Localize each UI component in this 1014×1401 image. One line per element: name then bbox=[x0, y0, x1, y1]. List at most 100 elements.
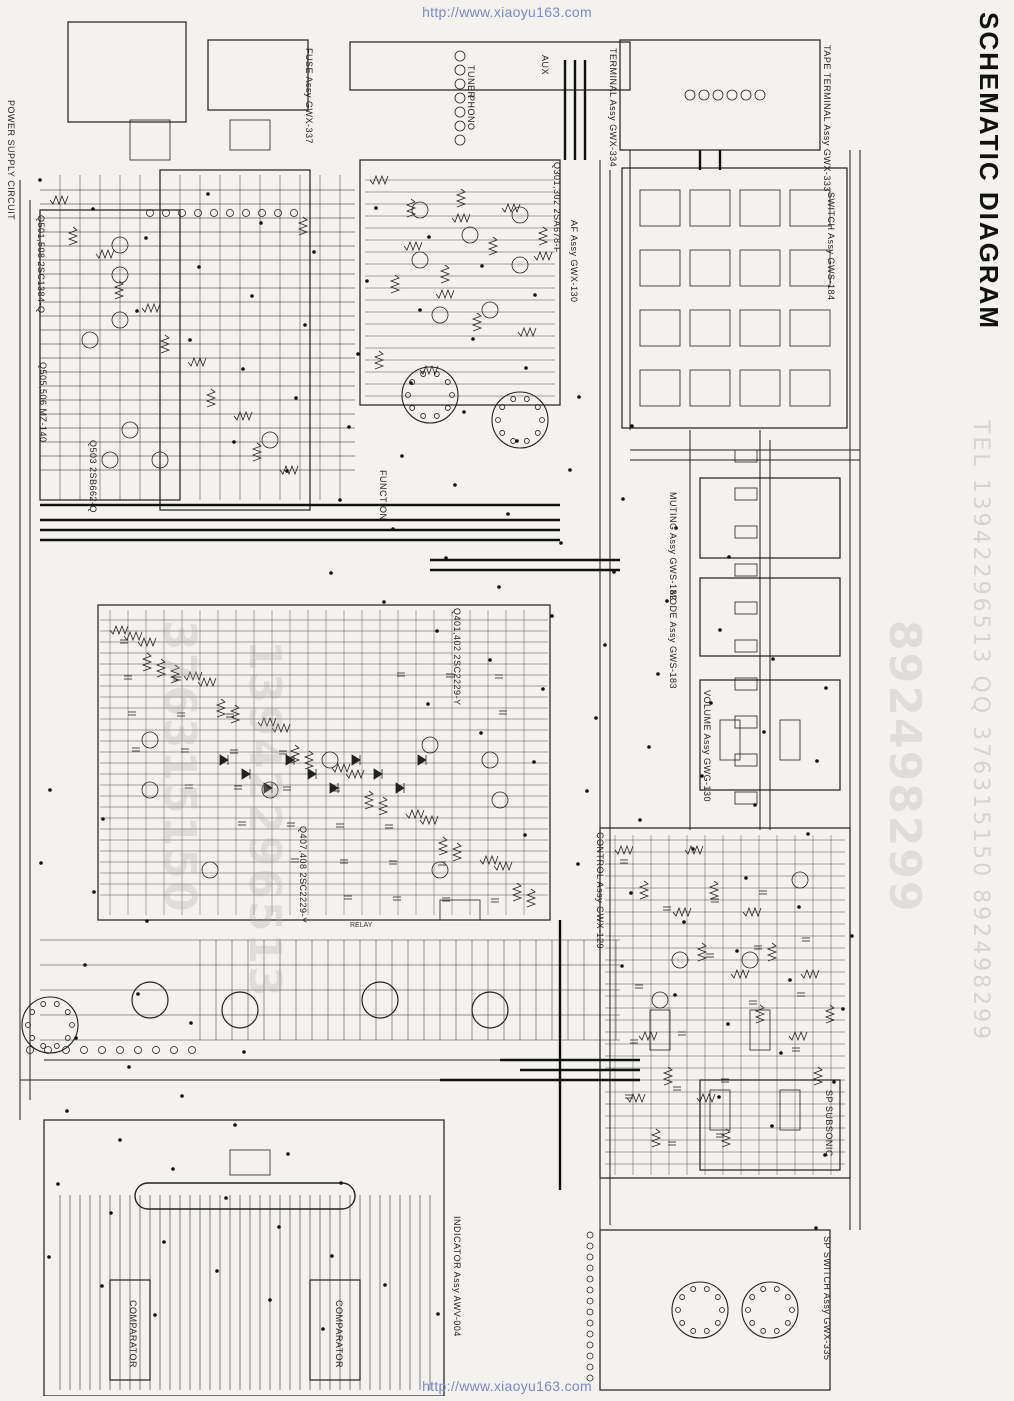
label-indicator-assy: INDICATOR Assy AWV-004 bbox=[452, 1216, 462, 1337]
label-sp-switch-assy: SP SWITCH Assy GWX-335 bbox=[822, 1236, 832, 1361]
resistor-symbol bbox=[303, 750, 315, 770]
junction-dot bbox=[56, 1182, 60, 1186]
resistor-symbol bbox=[626, 1092, 646, 1104]
junction-dot bbox=[585, 789, 589, 793]
switch-contact bbox=[29, 1035, 36, 1041]
transistor-symbol bbox=[81, 331, 99, 349]
resistor-symbol bbox=[684, 844, 704, 856]
resistor-symbol bbox=[197, 676, 217, 688]
resistor-symbol bbox=[373, 350, 385, 370]
junction-dot bbox=[823, 1153, 827, 1157]
resistor-symbol bbox=[205, 388, 217, 408]
junction-dot bbox=[74, 1036, 78, 1040]
connector-pin bbox=[734, 791, 758, 805]
resistor-symbol bbox=[754, 1004, 766, 1024]
resistor-symbol bbox=[451, 842, 463, 862]
resistor-symbol bbox=[67, 226, 79, 246]
junction-dot bbox=[770, 1124, 774, 1128]
junction-dot bbox=[180, 1094, 184, 1098]
junction-dot bbox=[594, 716, 598, 720]
switch-contact bbox=[29, 1009, 36, 1015]
junction-dot bbox=[242, 1050, 246, 1054]
junction-dot bbox=[92, 890, 96, 894]
transistor-symbol bbox=[111, 311, 129, 329]
junction-dot bbox=[717, 1095, 721, 1099]
resistor-symbol bbox=[696, 942, 708, 962]
terminal-point bbox=[586, 1352, 594, 1360]
terminal-point bbox=[586, 1374, 594, 1382]
junction-dot bbox=[312, 250, 316, 254]
resistor-symbol bbox=[109, 624, 129, 636]
switch-section bbox=[739, 189, 781, 227]
terminal-point bbox=[80, 1046, 88, 1054]
label-power-supply: POWER SUPPLY CIRCUIT bbox=[6, 100, 16, 221]
switch-contact bbox=[69, 1022, 75, 1028]
resistor-symbol bbox=[345, 768, 365, 780]
transformer bbox=[229, 119, 271, 151]
junction-dot bbox=[515, 439, 519, 443]
resistor-symbol bbox=[788, 1030, 808, 1042]
switch-contact bbox=[499, 430, 506, 436]
diode-symbol bbox=[373, 768, 383, 780]
junction-dot bbox=[232, 440, 236, 444]
diode-symbol bbox=[395, 782, 405, 794]
switch-section bbox=[739, 369, 781, 407]
switch-contact bbox=[539, 417, 545, 423]
tape-jack bbox=[740, 89, 752, 101]
junction-dot bbox=[524, 366, 528, 370]
resistor-symbol bbox=[137, 636, 157, 648]
junction-dot bbox=[285, 469, 289, 473]
assembly-outline bbox=[349, 41, 631, 91]
tape-jack bbox=[726, 89, 738, 101]
transistor-symbol bbox=[421, 736, 439, 754]
connector-pin bbox=[734, 525, 758, 539]
junction-dot bbox=[806, 832, 810, 836]
junction-dot bbox=[135, 309, 139, 313]
label-q302: Q301,302 2SA678-F bbox=[552, 162, 562, 254]
watermark-number-3: 13942296513 bbox=[239, 640, 290, 999]
junction-dot bbox=[850, 934, 854, 938]
junction-dot bbox=[771, 657, 775, 661]
potentiometer bbox=[779, 1089, 801, 1131]
switch-section bbox=[689, 249, 731, 287]
resistor-symbol bbox=[155, 658, 167, 678]
junction-dot bbox=[665, 599, 669, 603]
junction-dot bbox=[418, 308, 422, 312]
switch-contact bbox=[749, 1320, 756, 1326]
switch-contact bbox=[760, 1328, 767, 1334]
switch-contact bbox=[690, 1328, 697, 1334]
switch-contact bbox=[40, 1043, 47, 1049]
connector-pin bbox=[734, 715, 758, 729]
input-jack bbox=[454, 64, 466, 76]
junction-dot bbox=[814, 1226, 818, 1230]
resistor-symbol bbox=[638, 1030, 658, 1042]
junction-dot bbox=[815, 759, 819, 763]
transistor-symbol bbox=[431, 306, 449, 324]
connector-pin bbox=[734, 563, 758, 577]
terminal-point bbox=[116, 1046, 124, 1054]
transistor-symbol bbox=[741, 951, 759, 969]
label-q505: Q505,506 MZ-140 bbox=[38, 362, 48, 443]
diode-symbol bbox=[263, 782, 273, 794]
junction-dot bbox=[171, 1167, 175, 1171]
junction-dot bbox=[303, 323, 307, 327]
junction-dot bbox=[189, 1021, 193, 1025]
resistor-symbol bbox=[113, 280, 125, 300]
resistor-symbol bbox=[812, 1066, 824, 1086]
resistor-symbol bbox=[419, 364, 439, 376]
power-transistor bbox=[471, 991, 509, 1029]
junction-dot bbox=[841, 1007, 845, 1011]
source-url-top[interactable]: http://www.xiaoyu163.com bbox=[422, 4, 592, 20]
potentiometer bbox=[719, 719, 741, 761]
label-switch-assy: SWITCH Assy GWS-184 bbox=[826, 192, 836, 301]
transistor-symbol bbox=[201, 861, 219, 879]
source-url-bottom[interactable]: http://www.xiaoyu163.com bbox=[422, 1378, 592, 1394]
terminal-point bbox=[194, 209, 202, 217]
terminal-point bbox=[170, 1046, 178, 1054]
resistor-symbol bbox=[141, 302, 161, 314]
junction-dot bbox=[188, 338, 192, 342]
junction-dot bbox=[480, 264, 484, 268]
switch-contact bbox=[444, 379, 451, 385]
switch-section bbox=[739, 249, 781, 287]
label-q501: Q501,508 2SC1384-Q bbox=[36, 215, 46, 314]
